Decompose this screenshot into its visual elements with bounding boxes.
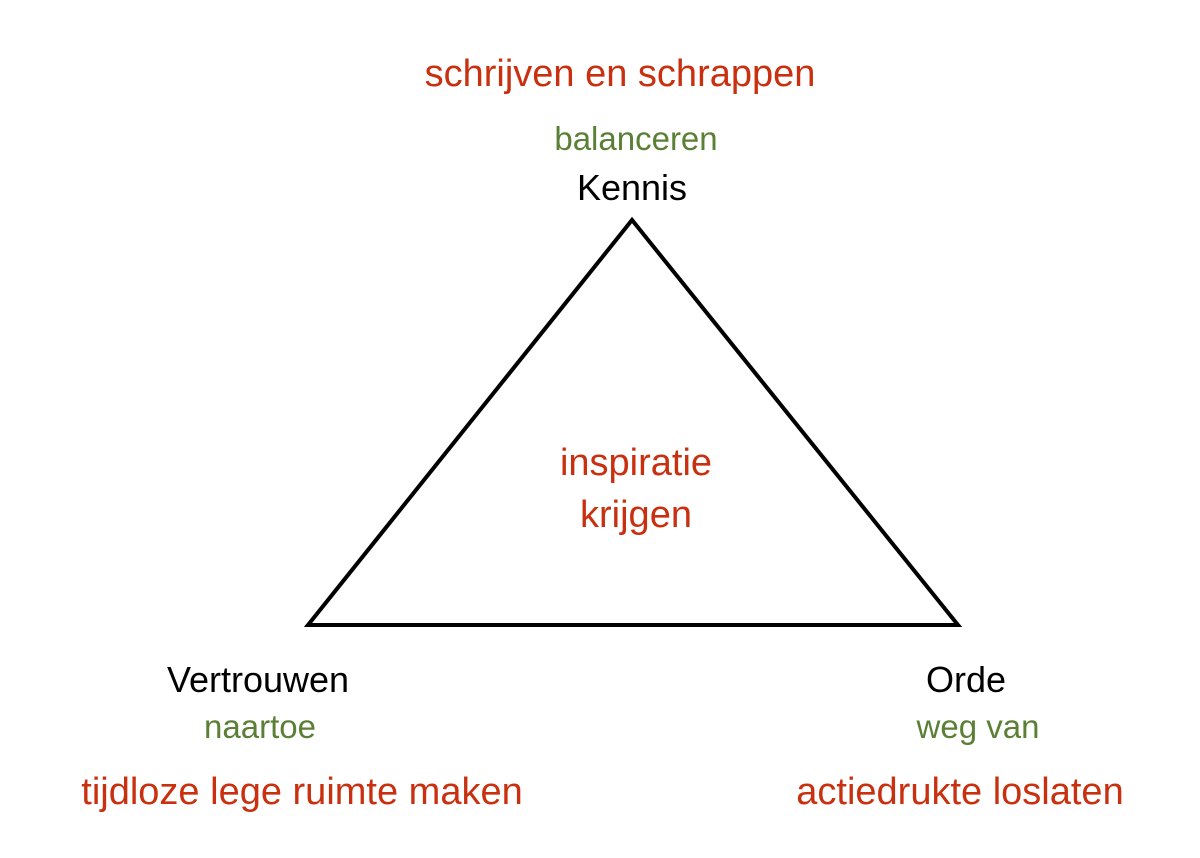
triangle <box>303 216 963 627</box>
right-direction: weg van <box>916 708 1040 745</box>
left-action: tijdloze lege ruimte maken <box>81 771 522 813</box>
left-label: Vertrouwen <box>167 659 349 700</box>
top-label: Kennis <box>577 167 687 208</box>
left-direction: naartoe <box>204 708 316 745</box>
center-line1: inspiratie <box>560 442 712 484</box>
right-action: actiedrukte loslaten <box>796 771 1123 813</box>
top-action: schrijven en schrappen <box>425 53 816 95</box>
top-direction: balanceren <box>554 120 717 157</box>
center-line2: krijgen <box>580 494 692 536</box>
right-label: Orde <box>926 659 1006 700</box>
